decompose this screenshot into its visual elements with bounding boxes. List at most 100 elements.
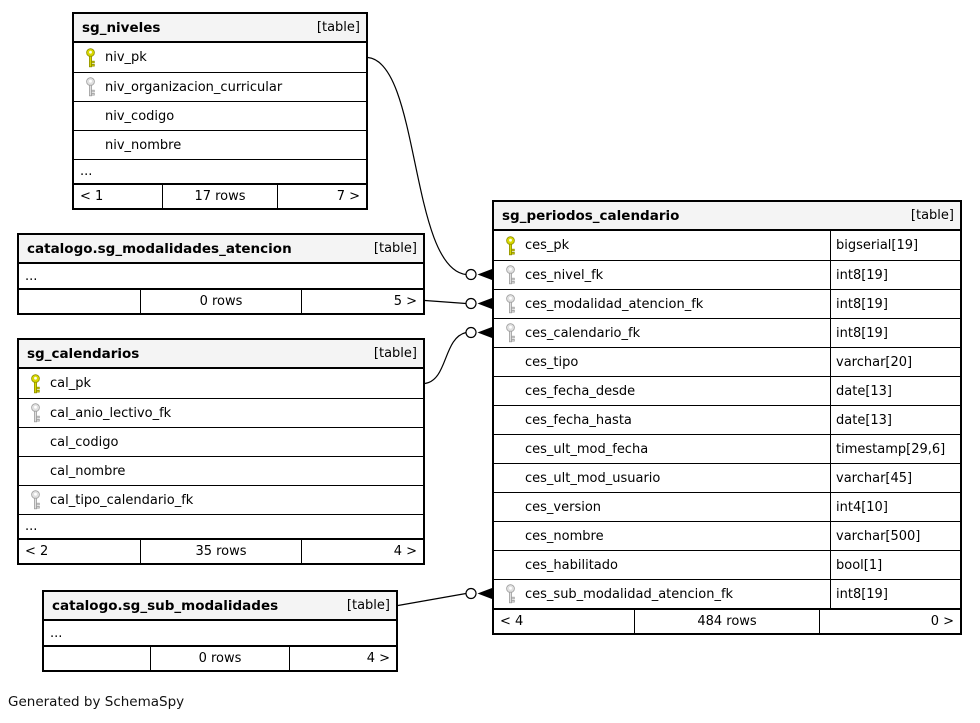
column-type: int8[19] — [830, 290, 960, 318]
table-node-sg-periodos-calendario: sg_periodos_calendario [table] ces_pk bi… — [492, 200, 962, 635]
column-type: int8[19] — [830, 319, 960, 347]
column-type: int8[19] — [830, 580, 960, 608]
column-name: ces_pk — [525, 238, 570, 253]
foreign-key-icon — [86, 77, 95, 97]
column-name: cal_anio_lectivo_fk — [50, 405, 172, 421]
column-row: niv_pk — [74, 43, 366, 72]
column-type: varchar[20] — [830, 348, 960, 376]
column-row: ces_fecha_desde date[13] — [494, 376, 960, 405]
table-node-sg-niveles: sg_niveles [table] niv_pk niv_organizaci… — [72, 12, 368, 210]
column-name: niv_pk — [105, 50, 147, 65]
column-name: niv_codigo — [105, 108, 175, 124]
column-row: niv_nombre — [74, 130, 366, 159]
column-type: bigserial[19] — [830, 231, 960, 260]
table-footer: < 1 17 rows 7 > — [74, 183, 366, 208]
column-name: cal_codigo — [50, 434, 119, 450]
table-node-catalogo-sg-modalidades-atencion: catalogo.sg_modalidades_atencion [table]… — [17, 233, 425, 315]
footer-next-count: 0 > — [930, 614, 954, 629]
column-name: ces_ult_mod_usuario — [525, 470, 661, 486]
column-row: ces_modalidad_atencion_fk int8[19] — [494, 289, 960, 318]
column-row: cal_nombre — [19, 456, 423, 485]
table-footer: < 2 35 rows 4 > — [19, 538, 423, 563]
footer-row-count: 0 rows — [149, 647, 291, 670]
relation-dot — [465, 326, 477, 339]
ellipsis-row: ... — [25, 268, 38, 284]
table-footer: < 4 484 rows 0 > — [494, 608, 960, 633]
column-name: ces_nivel_fk — [525, 267, 604, 283]
column-name: ces_habilitado — [525, 557, 618, 573]
column-row: ces_ult_mod_fecha timestamp[29,6] — [494, 434, 960, 463]
table-header-sg-calendarios[interactable]: sg_calendarios [table] — [19, 340, 423, 369]
column-name: cal_pk — [50, 376, 92, 391]
ellipsis-row: ... — [74, 159, 366, 183]
footer-prev-count — [19, 290, 140, 313]
foreign-key-icon — [506, 323, 515, 343]
column-row: ces_version int4[10] — [494, 492, 960, 521]
column-name: ces_fecha_hasta — [525, 412, 632, 428]
column-row: ces_sub_modalidad_atencion_fk int8[19] — [494, 579, 960, 608]
table-title: sg_calendarios — [27, 345, 140, 362]
relation-dot — [465, 297, 477, 310]
foreign-key-icon — [506, 584, 515, 604]
column-row: ces_nombre varchar[500] — [494, 521, 960, 550]
footer-prev-count — [44, 647, 150, 670]
table-header-sg-niveles[interactable]: sg_niveles [table] — [74, 14, 366, 43]
table-title: sg_niveles — [82, 19, 161, 36]
column-row: ces_calendario_fk int8[19] — [494, 318, 960, 347]
footer-row-count: 17 rows — [161, 185, 279, 208]
relation-arrowhead — [477, 269, 492, 280]
column-name: ces_tipo — [525, 354, 579, 370]
column-row: ces_tipo varchar[20] — [494, 347, 960, 376]
column-type: date[13] — [830, 406, 960, 434]
footer-next-count: 5 > — [393, 294, 417, 309]
table-node-catalogo-sg-sub-modalidades: catalogo.sg_sub_modalidades [table] ... … — [42, 590, 398, 672]
footer-next-count: 4 > — [366, 651, 390, 666]
column-type: date[13] — [830, 377, 960, 405]
footer-next-count: 4 > — [393, 544, 417, 559]
foreign-key-icon — [31, 490, 40, 510]
table-node-sg-calendarios: sg_calendarios [table] cal_pk cal_anio_l… — [17, 338, 425, 565]
column-type: bool[1] — [830, 551, 960, 579]
column-name: ces_nombre — [525, 528, 604, 544]
table-tag: [table] — [316, 20, 360, 35]
table-header-catalogo-sg-sub-modalidades[interactable]: catalogo.sg_sub_modalidades [table] — [44, 592, 396, 621]
relation-dot — [465, 268, 477, 281]
ellipsis-row: ... — [50, 625, 63, 641]
relation-arrowhead — [477, 327, 492, 338]
column-row: cal_anio_lectivo_fk — [19, 398, 423, 427]
ellipsis-row: ... — [19, 514, 423, 538]
column-type: int4[10] — [830, 493, 960, 521]
relation-arrowhead — [477, 588, 492, 599]
table-tag: [table] — [910, 208, 954, 223]
footer-row-count: 484 rows — [633, 610, 821, 633]
footer-prev-count: < 4 — [500, 614, 524, 629]
column-row: ces_ult_mod_usuario varchar[45] — [494, 463, 960, 492]
relation-line-sub-modalidades-ces-sub-modalidad-fk — [397, 592, 467, 607]
column-name: cal_tipo_calendario_fk — [50, 492, 194, 508]
primary-key-icon — [86, 47, 95, 67]
primary-key-icon — [31, 373, 40, 393]
foreign-key-icon — [506, 265, 515, 285]
column-name: ces_ult_mod_fecha — [525, 441, 649, 457]
table-header-catalogo-sg-modalidades-atencion[interactable]: catalogo.sg_modalidades_atencion [table] — [19, 235, 423, 264]
foreign-key-icon — [506, 294, 515, 314]
column-name: ces_modalidad_atencion_fk — [525, 296, 704, 312]
column-name: ces_fecha_desde — [525, 383, 636, 399]
relation-line-modalidades-ces-modalidad-fk — [424, 299, 467, 305]
column-row: cal_tipo_calendario_fk — [19, 485, 423, 514]
column-row: ces_nivel_fk int8[19] — [494, 260, 960, 289]
footer-row-count: 35 rows — [140, 540, 302, 563]
column-row: cal_pk — [19, 369, 423, 398]
footer-next-count: 7 > — [336, 189, 360, 204]
table-header-sg-periodos-calendario[interactable]: sg_periodos_calendario [table] — [494, 202, 960, 231]
column-row: cal_codigo — [19, 427, 423, 456]
column-type: varchar[500] — [830, 522, 960, 550]
relation-line-cal-pk-ces-calendario-fk — [424, 331, 467, 385]
column-name: niv_organizacion_curricular — [105, 79, 283, 95]
table-tag: [table] — [346, 598, 390, 613]
column-name: ces_version — [525, 499, 602, 515]
table-footer: 0 rows 4 > — [44, 645, 396, 670]
table-tag: [table] — [373, 346, 417, 361]
generator-note: Generated by SchemaSpy — [8, 694, 185, 710]
